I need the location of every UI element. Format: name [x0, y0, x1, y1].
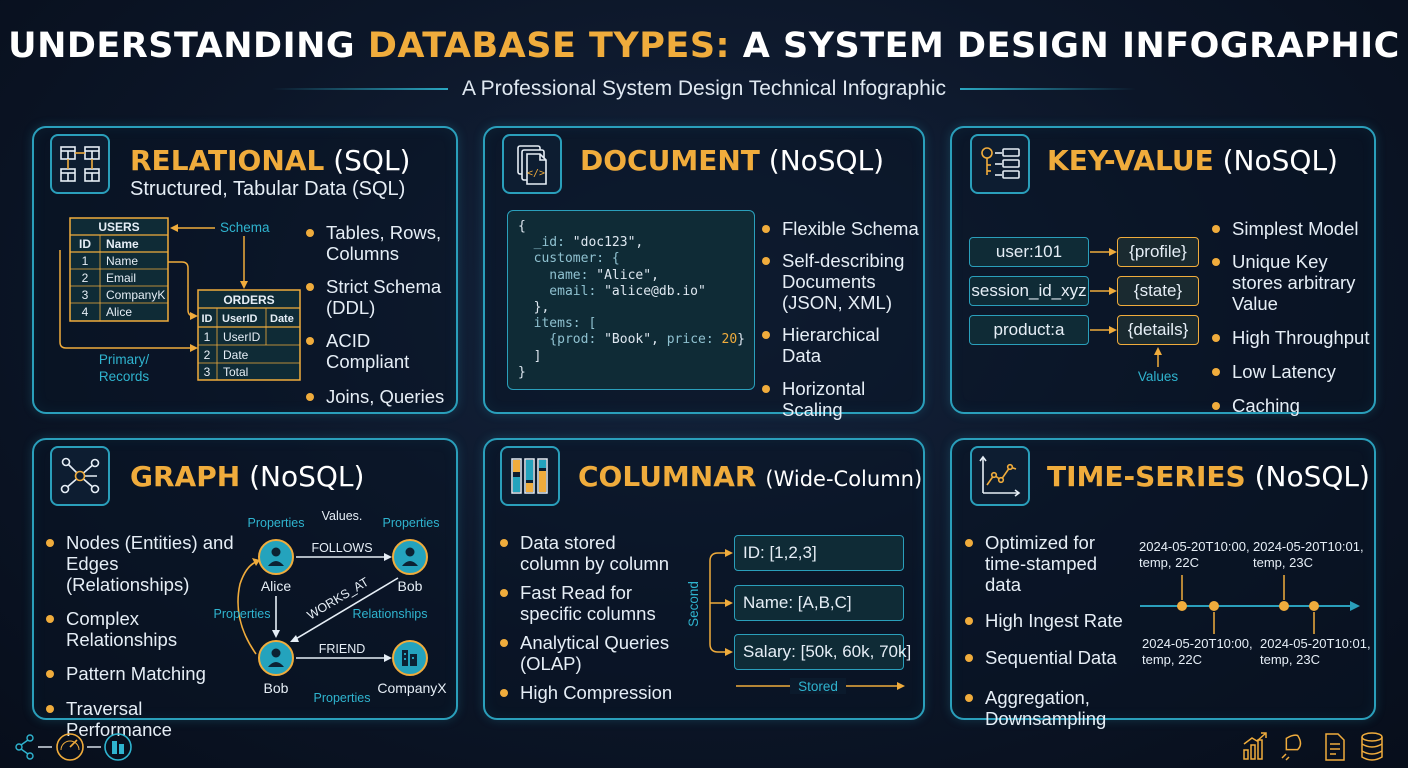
report-icon — [1325, 733, 1345, 761]
database-icon — [1361, 732, 1383, 761]
list-item: Hierarchical Data — [762, 324, 922, 366]
key-icon — [970, 134, 1030, 194]
graph-bullets: Nodes (Entities) and Edges (Relationship… — [46, 532, 246, 753]
list-item: Horizontal Scaling — [762, 378, 922, 420]
list-item: Strict Schema (DDL) — [306, 276, 456, 318]
list-item: Self-describing Documents (JSON, XML) — [762, 250, 922, 313]
list-item: Unique Key stores arbitrary Value — [1212, 251, 1374, 314]
rocket-icon — [1281, 734, 1302, 761]
list-item: Fast Read for specific columns — [500, 582, 680, 624]
list-item: Analytical Queries (OLAP) — [500, 632, 680, 674]
subtitle-divider-right — [960, 88, 1137, 90]
list-item: Optimized for time-stamped data — [965, 532, 1135, 595]
keyvalue-title: KEY-VALUE (NoSQL) — [1047, 144, 1338, 177]
timeseries-title: TIME-SERIES (NoSQL) — [1047, 460, 1370, 493]
list-item: Low Latency — [1212, 361, 1374, 382]
svg-text:</>: </> — [527, 168, 545, 179]
list-item: Joins, Queries — [306, 386, 456, 407]
columnar-bullets: Data stored column by column Fast Read f… — [500, 532, 680, 716]
document-bullets: Flexible Schema Self-describing Document… — [762, 218, 922, 433]
columns-icon — [500, 446, 560, 506]
list-item: Data stored column by column — [500, 532, 680, 574]
list-item: Aggregation, Downsampling — [965, 687, 1205, 729]
bar-chart-icon — [1243, 732, 1267, 760]
line-chart-icon — [970, 446, 1030, 506]
document-title: DOCUMENT (NoSQL) — [580, 144, 885, 177]
kv-value-profile: {profile} — [1117, 237, 1199, 267]
timeseries-bullets: Optimized for time-stamped data High Ing… — [965, 532, 1135, 742]
graph-icon — [50, 446, 110, 506]
list-item: Caching — [1212, 395, 1374, 416]
list-item: Tables, Rows, Columns — [306, 222, 456, 264]
relational-bullets: Tables, Rows, Columns Strict Schema (DDL… — [306, 222, 456, 420]
columnar-title: COLUMNAR (Wide-Column) — [578, 460, 923, 493]
relational-subtitle: Structured, Tabular Data (SQL) — [130, 178, 406, 200]
footer-left-icons — [15, 733, 132, 761]
list-item: ACID Compliant — [306, 330, 456, 372]
document-icon: </> — [502, 134, 562, 194]
list-item: Flexible Schema — [762, 218, 922, 239]
list-item: High Ingest Rate — [965, 610, 1135, 631]
column-salary: Salary: [50k, 60k, 70k] — [734, 634, 911, 670]
list-item: High Compression — [500, 682, 680, 703]
kv-value-state: {state} — [1117, 276, 1199, 306]
kv-value-details: {details} — [1117, 315, 1199, 345]
column-id: ID: [1,2,3] — [734, 535, 904, 571]
list-item: High Throughput — [1212, 327, 1374, 348]
page-subtitle: A Professional System Design Technical I… — [461, 77, 947, 100]
list-item: Traversal Performance — [46, 698, 246, 740]
list-item: Complex Relationships — [46, 608, 246, 650]
graph-title: GRAPH (NoSQL) — [130, 460, 365, 493]
kv-key-product: product:a — [969, 315, 1089, 345]
gauge-icon — [56, 733, 84, 761]
keyvalue-bullets: Simplest Model Unique Key stores arbitra… — [1212, 218, 1374, 429]
list-item: Sequential Data — [965, 647, 1135, 668]
footer-right-icons — [1243, 732, 1383, 761]
building-icon — [104, 733, 132, 761]
page-title: UNDERSTANDING DATABASE TYPES: A SYSTEM D… — [8, 26, 1400, 66]
list-item: Simplest Model — [1212, 218, 1374, 239]
relational-title: RELATIONAL (SQL) — [130, 144, 411, 177]
document-code-sample: { _id: "doc123", customer: { name: "Alic… — [507, 210, 755, 390]
subtitle-row: A Professional System Design Technical I… — [0, 74, 1408, 104]
column-name: Name: [A,B,C] — [734, 585, 904, 621]
kv-key-session: session_id_xyz — [969, 276, 1089, 306]
list-item: Pattern Matching — [46, 663, 246, 684]
list-item: Nodes (Entities) and Edges (Relationship… — [46, 532, 246, 595]
network-icon — [15, 734, 34, 760]
table-icon — [50, 134, 110, 194]
kv-key-user: user:101 — [969, 237, 1089, 267]
subtitle-divider-left — [271, 88, 448, 90]
